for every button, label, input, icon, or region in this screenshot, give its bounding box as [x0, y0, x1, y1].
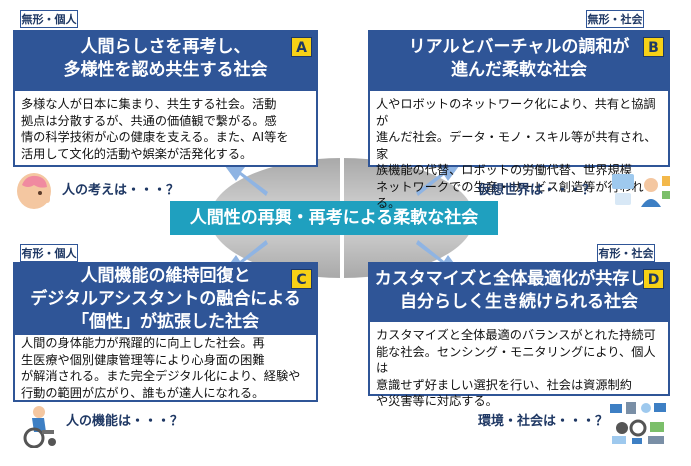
letter-d: D — [643, 269, 664, 289]
virtual-world-icon — [612, 174, 670, 207]
question-c: 人の機能は・・・？ — [66, 414, 184, 429]
brain-head-icon — [17, 173, 51, 209]
quadrant-d: カスタマイズと全体最適化が共存し、 自分らしく生き続けられる社会 D カスタマイ… — [368, 262, 670, 408]
wheelchair-user-icon — [23, 406, 56, 448]
center-title: 人間性の再興・再考による柔軟な社会 — [170, 201, 498, 235]
tag-b: 無形・社会 — [586, 10, 644, 28]
letter-c: C — [291, 269, 312, 289]
letter-a: A — [291, 37, 312, 57]
quadrant-a-body: 多様な人が日本に集まり、共生する社会。活動 拠点は分散するが、共通の価値観で繋が… — [21, 97, 289, 161]
quadrant-a: 人間らしさを再考し、 多様性を認め共生する社会 A 多様な人が日本に集まり、共生… — [13, 30, 318, 167]
environment-society-icon — [610, 402, 666, 444]
quadrant-c-body: 人間の身体能力が飛躍的に向上した社会。再 生医療や個別健康管理等により心身面の困… — [21, 336, 301, 400]
quadrant-c: 人間機能の維持回復と デジタルアシスタントの融合による 「個性」が拡張した社会 … — [13, 262, 318, 402]
question-a: 人の考えは・・・？ — [62, 183, 180, 198]
quadrant-c-title: 人間機能の維持回復と デジタルアシスタントの融合による 「個性」が拡張した社会 — [15, 264, 316, 335]
tag-a: 無形・個人 — [20, 10, 78, 28]
tag-c: 有形・個人 — [20, 244, 78, 262]
quadrant-b: リアルとバーチャルの調和が 進んだ柔軟な社会 B 人やロボットのネットワーク化に… — [368, 30, 670, 210]
quadrant-d-title: カスタマイズと全体最適化が共存し、 自分らしく生き続けられる社会 — [370, 264, 668, 322]
arrow-upper-right — [416, 162, 462, 196]
tag-d: 有形・社会 — [597, 244, 655, 262]
quadrant-d-body: カスタマイズと全体最適のバランスがとれた持続可 能な社会。センシング・モニタリン… — [376, 328, 656, 408]
arrow-upper-left — [222, 162, 268, 196]
quadrant-a-title: 人間らしさを再考し、 多様性を認め共生する社会 — [15, 32, 316, 91]
letter-b: B — [643, 37, 664, 57]
question-b: 仮想世界は・・・？ — [478, 183, 596, 198]
quadrant-b-title: リアルとバーチャルの調和が 進んだ柔軟な社会 — [370, 32, 668, 91]
question-d: 環境・社会は・・・？ — [478, 414, 609, 429]
quadrant-b-body: 人やロボットのネットワーク化により、共有と協調が 進んだ社会。データ・モノ・スキ… — [376, 97, 657, 210]
